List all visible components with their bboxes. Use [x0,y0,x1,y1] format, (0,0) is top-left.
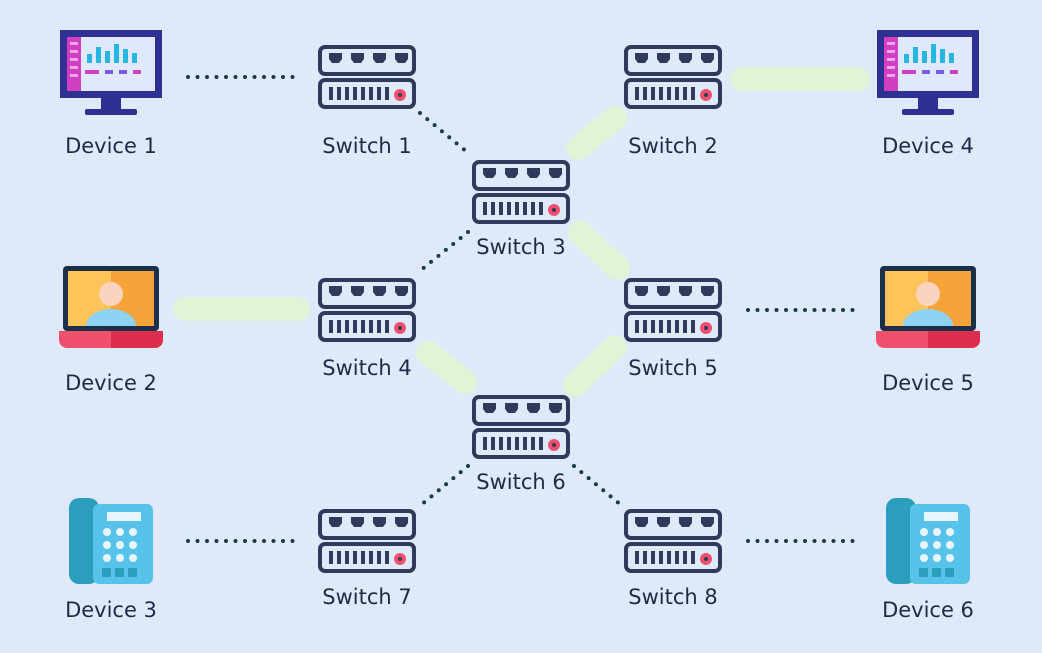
link-switch3-switch4 [419,230,470,272]
labels-layer: Device 1 Switch 1 Switch 2 Device 4 Swit… [65,134,974,622]
switch3[interactable] [472,160,570,224]
network-switch-icon [318,45,416,109]
switch7-label: Switch 7 [322,585,411,609]
link-switch6-switch8 [572,464,623,507]
link-switch4-switch6 [416,341,477,394]
link-switch6-switch7 [419,464,470,507]
device1-label: Device 1 [65,134,157,158]
switch1-label: Switch 1 [322,134,411,158]
switch5-label: Switch 5 [628,356,717,380]
switch3-label: Switch 3 [476,235,565,259]
device6[interactable] [886,498,970,584]
link-switch5-switch6 [563,335,627,397]
switch6-label: Switch 6 [476,470,565,494]
network-switch-icon [624,45,722,109]
switch4[interactable] [318,278,416,342]
laptop-icon [876,266,980,348]
network-switch-icon [624,278,722,342]
laptop-icon [59,266,163,348]
device2-label: Device 2 [65,371,157,395]
network-switch-icon [472,160,570,224]
switch5[interactable] [624,278,722,342]
device5-label: Device 5 [882,371,974,395]
network-switch-icon [472,395,570,459]
device6-label: Device 6 [882,598,974,622]
device3-label: Device 3 [65,598,157,622]
switch7[interactable] [318,509,416,573]
link-switch1-switch3 [418,111,469,154]
switch2[interactable] [624,45,722,109]
monitor-icon [877,30,979,115]
switch2-label: Switch 2 [628,134,717,158]
links-layer [173,67,870,543]
network-switch-icon [318,509,416,573]
device1[interactable] [60,30,162,115]
switch4-label: Switch 4 [322,356,411,380]
device3[interactable] [69,498,153,584]
network-switch-icon [318,278,416,342]
switch6[interactable] [472,395,570,459]
link-switch3-switch5 [568,221,630,280]
device5[interactable] [876,266,980,348]
device4[interactable] [877,30,979,115]
switch1[interactable] [318,45,416,109]
network-switch-icon [624,509,722,573]
switch8[interactable] [624,509,722,573]
switch8-label: Switch 8 [628,585,717,609]
monitor-icon [60,30,162,115]
link-switch3-switch2 [566,106,627,160]
device4-label: Device 4 [882,134,974,158]
device2[interactable] [59,266,163,348]
desk-phone-icon [886,498,970,584]
desk-phone-icon [69,498,153,584]
